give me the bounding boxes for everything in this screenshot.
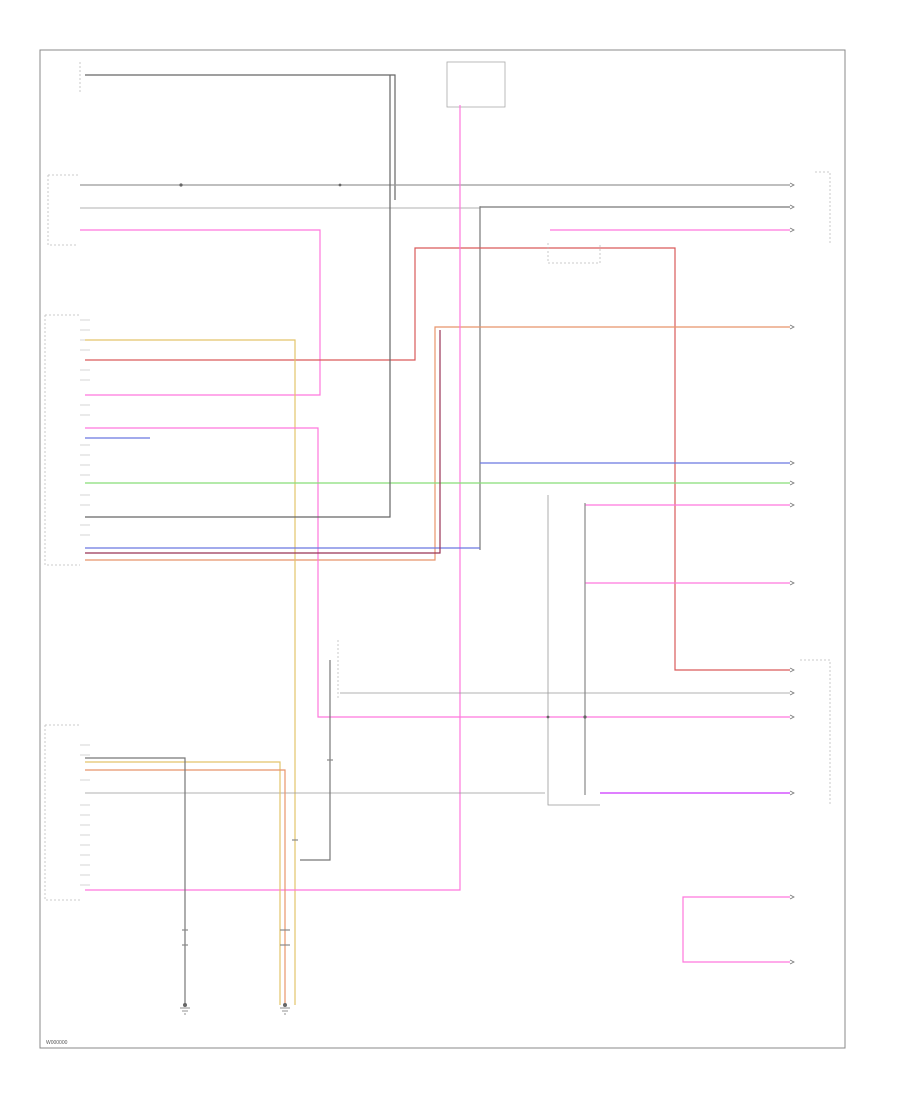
module-pins-left bbox=[80, 319, 90, 886]
inline-connectors bbox=[182, 759, 333, 946]
wire-black-top bbox=[85, 74, 396, 200]
terminal-arrows bbox=[789, 182, 795, 965]
junction-nodes bbox=[179, 183, 587, 1007]
ground-symbol-right bbox=[280, 1007, 290, 1015]
wire-red-1 bbox=[85, 247, 790, 671]
wire-orange-1 bbox=[85, 326, 790, 561]
engine-control-module-outline bbox=[47, 174, 78, 246]
wire-pink-loop bbox=[682, 896, 790, 963]
diagram-frame bbox=[39, 49, 846, 1049]
top-connector-box bbox=[446, 61, 506, 108]
wire-black-return bbox=[85, 75, 391, 518]
sub-connector-center bbox=[547, 243, 601, 264]
wire-pink-ecm-1 bbox=[80, 229, 321, 396]
frame-ref: W000000 bbox=[46, 1040, 68, 1046]
wire-black-ground-1 bbox=[85, 757, 186, 1005]
wire-orange-lower bbox=[85, 769, 286, 1005]
wire-pink-vertical bbox=[85, 105, 461, 891]
lower-module-outline bbox=[44, 724, 80, 901]
ground-symbol-left bbox=[180, 1007, 190, 1015]
wire-pink-2 bbox=[85, 427, 790, 718]
instrument-cluster-outline bbox=[44, 314, 80, 566]
wire-black-center bbox=[300, 660, 331, 861]
wire-yellow-lower bbox=[85, 761, 281, 1005]
right-component-outline-1 bbox=[815, 171, 831, 245]
right-component-outline-2 bbox=[800, 659, 831, 805]
wire-violet-red-1 bbox=[85, 330, 441, 554]
wire-yellow-1 bbox=[85, 339, 296, 1005]
wire-gray-bus-2 bbox=[80, 206, 481, 209]
wire-gray-vertical-1 bbox=[547, 495, 600, 806]
wire-black-right-top bbox=[479, 206, 790, 550]
